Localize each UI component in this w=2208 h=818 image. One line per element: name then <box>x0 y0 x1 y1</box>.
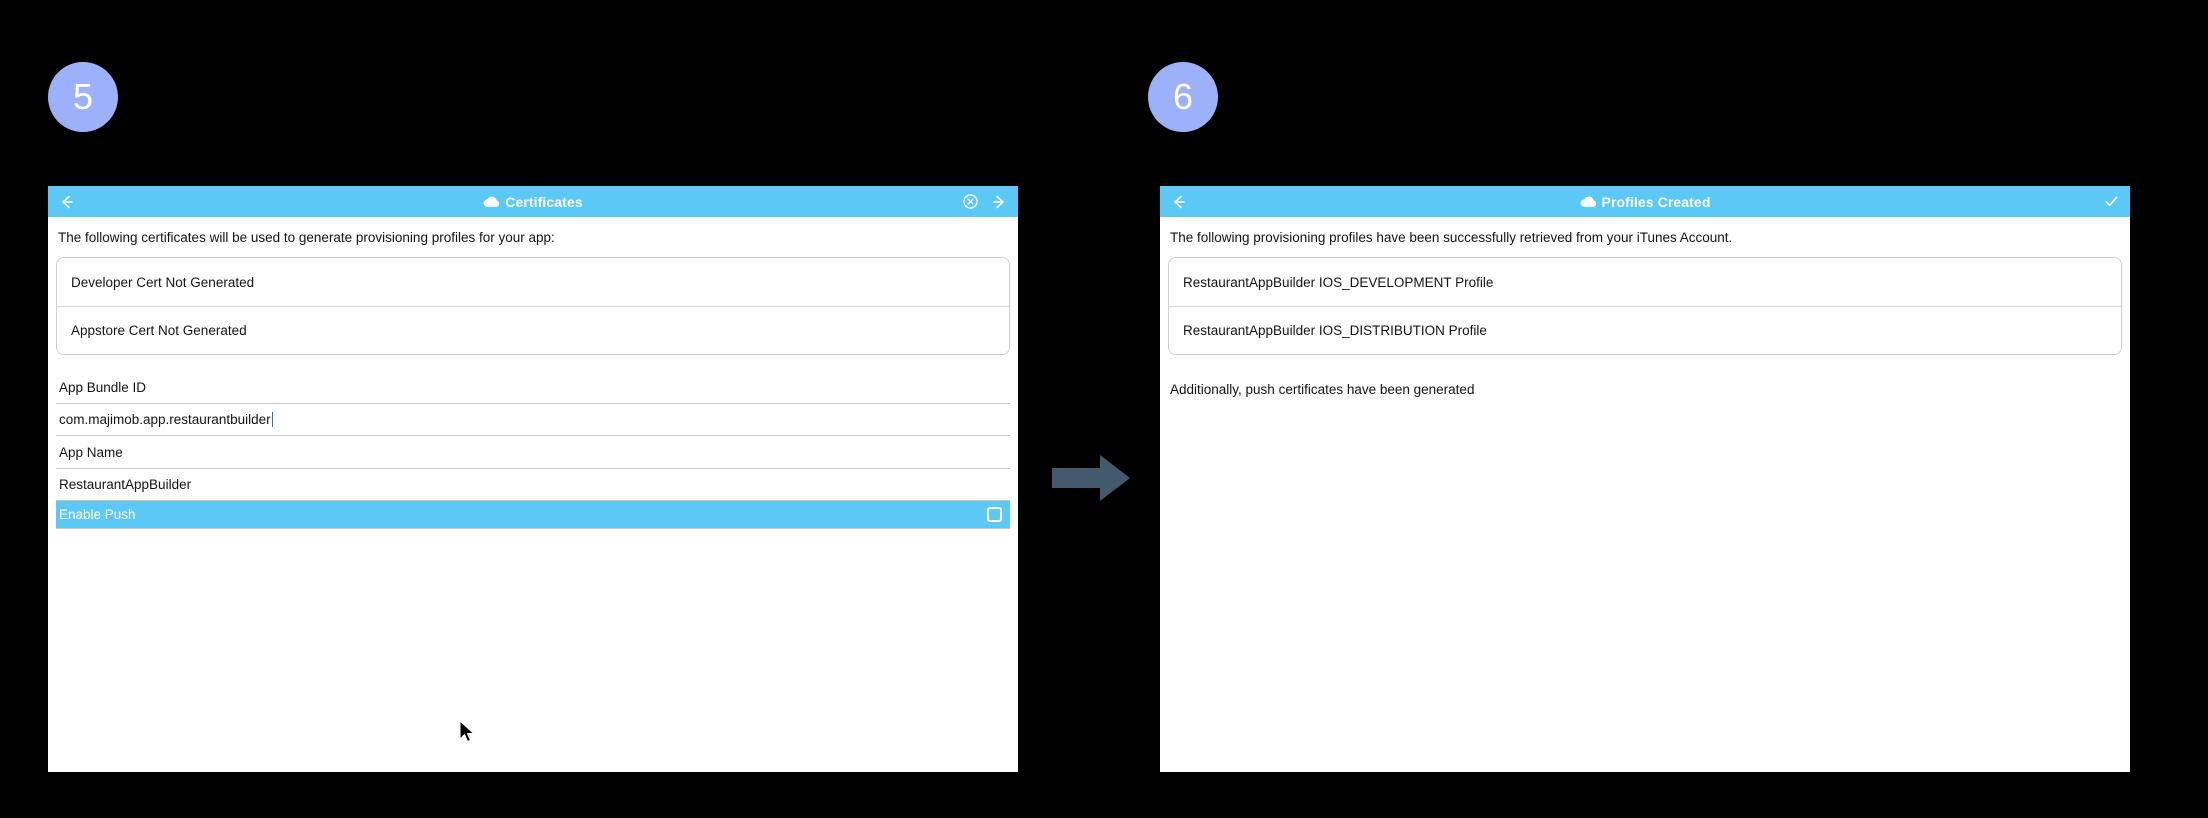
right-arrow-icon <box>1052 455 1130 501</box>
certificates-intro-text: The following certificates will be used … <box>58 230 555 245</box>
titlebar-right-group <box>963 193 1008 211</box>
list-item[interactable]: Developer Cert Not Generated <box>57 258 1009 306</box>
cloud-icon <box>1580 195 1597 208</box>
enable-push-checkbox[interactable] <box>987 507 1002 522</box>
app-name-label: App Name <box>56 436 1010 469</box>
certificates-screen: Certificates The following c <box>48 186 1018 772</box>
profiles-intro-text: The following provisioning profiles have… <box>1170 230 1733 245</box>
titlebar-title-group: Certificates <box>48 194 1018 210</box>
back-arrow-icon[interactable] <box>58 193 76 211</box>
back-arrow-icon[interactable] <box>1170 193 1188 211</box>
forward-arrow-icon[interactable] <box>990 193 1008 211</box>
enable-push-label: Enable Push <box>59 507 136 522</box>
step-badge-5: 5 <box>48 62 118 132</box>
profiles-list: RestaurantAppBuilder IOS_DEVELOPMENT Pro… <box>1168 257 2122 355</box>
enable-push-row[interactable]: Enable Push <box>56 501 1010 529</box>
titlebar-left-group <box>58 193 118 211</box>
titlebar-right-group <box>2103 193 2120 210</box>
list-item[interactable]: RestaurantAppBuilder IOS_DEVELOPMENT Pro… <box>1169 258 2121 306</box>
checkmark-icon[interactable] <box>2103 193 2120 210</box>
profiles-title: Profiles Created <box>1601 193 1711 210</box>
app-details-form: App Bundle ID com.majimob.app.restaurant… <box>56 371 1010 529</box>
push-certificates-note: Additionally, push certificates have bee… <box>1170 382 1475 397</box>
list-item[interactable]: RestaurantAppBuilder IOS_DISTRIBUTION Pr… <box>1169 306 2121 354</box>
app-name-value: RestaurantAppBuilder <box>59 477 192 492</box>
titlebar-title-group: Profiles Created <box>1160 194 2130 210</box>
app-name-input[interactable]: RestaurantAppBuilder <box>56 469 1010 501</box>
certificates-titlebar: Certificates <box>48 186 1018 217</box>
app-bundle-id-label: App Bundle ID <box>56 371 1010 404</box>
profiles-titlebar: Profiles Created <box>1160 186 2130 217</box>
certificates-list: Developer Cert Not Generated Appstore Ce… <box>56 257 1010 355</box>
list-item[interactable]: Appstore Cert Not Generated <box>57 306 1009 354</box>
certificates-body: The following certificates will be used … <box>48 217 1018 772</box>
app-bundle-id-value: com.majimob.app.restaurantbuilder <box>59 412 271 427</box>
profiles-body: The following provisioning profiles have… <box>1160 217 2130 772</box>
app-bundle-id-input[interactable]: com.majimob.app.restaurantbuilder <box>56 404 1010 436</box>
titlebar-left-group <box>1170 193 1230 211</box>
step-badge-6: 6 <box>1148 62 1218 132</box>
certificates-title: Certificates <box>505 193 583 210</box>
mouse-pointer-step-5 <box>459 719 477 746</box>
text-caret <box>271 412 273 427</box>
close-circle-icon[interactable] <box>963 194 978 209</box>
profiles-created-screen: Profiles Created The following provision… <box>1160 186 2130 772</box>
cloud-icon <box>483 195 500 208</box>
